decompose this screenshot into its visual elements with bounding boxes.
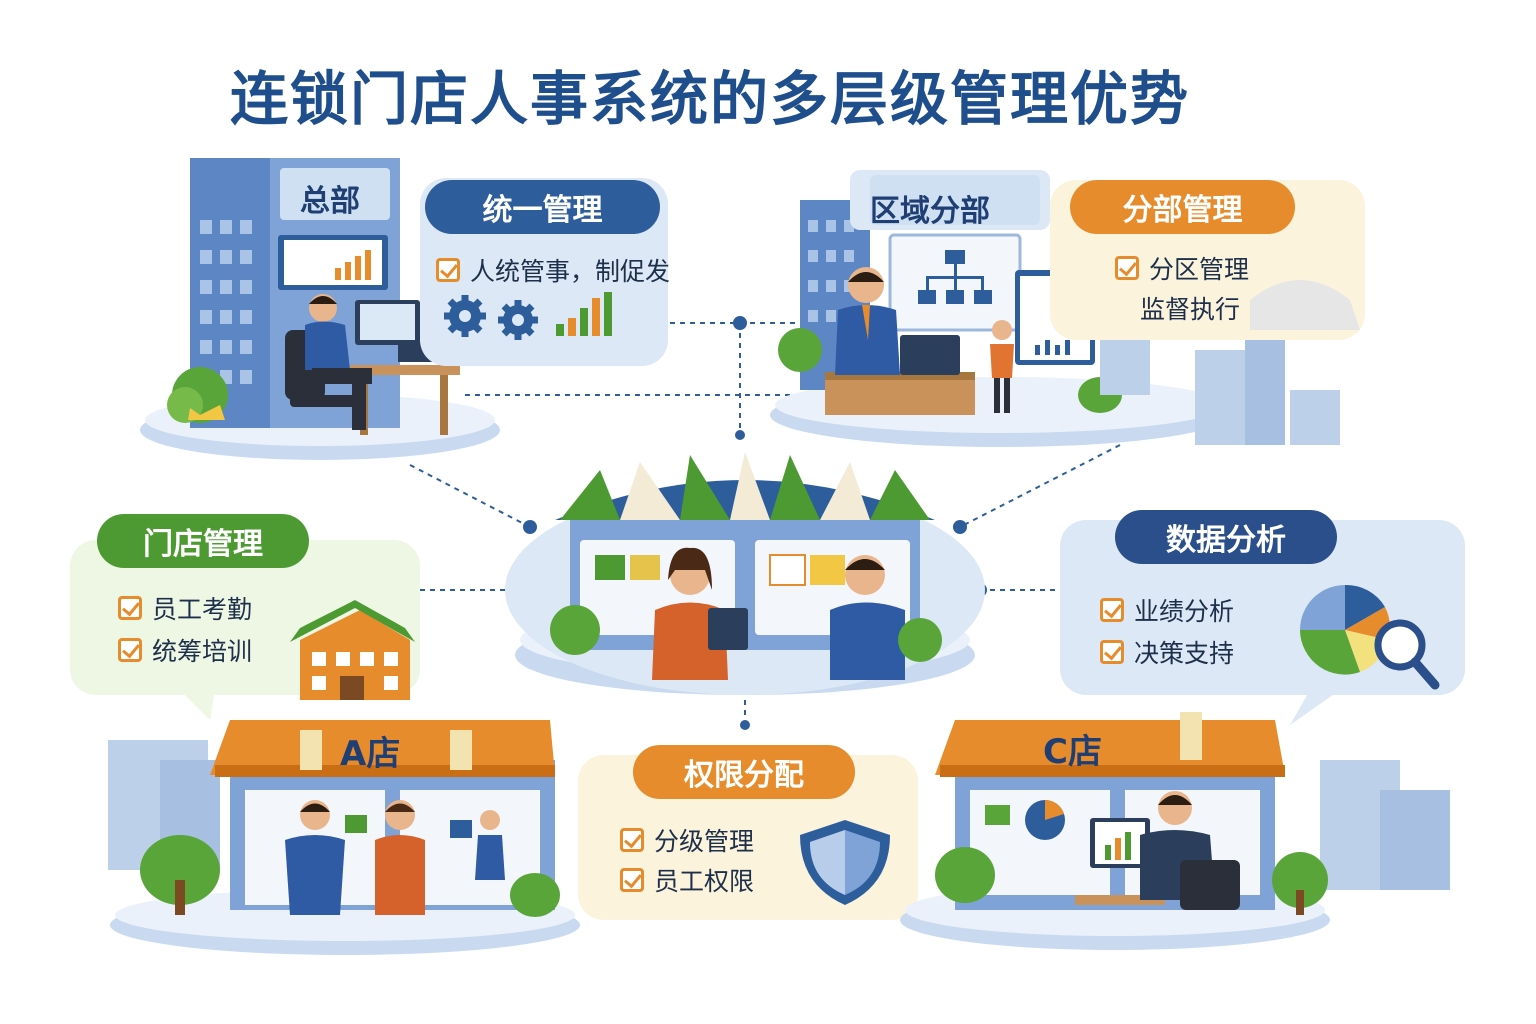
region-item-2: 监督执行	[1140, 295, 1241, 324]
checkbox-icon	[620, 828, 644, 852]
store-mgmt-item-1: 员工考勤	[118, 590, 252, 626]
security-item-1: 分级管理	[620, 822, 754, 858]
gear-icon	[444, 295, 486, 337]
store-mgmt-item-text: 员工考勤	[152, 595, 253, 624]
checkbox-icon	[118, 638, 142, 662]
checkbox-icon	[620, 868, 644, 892]
checkbox-icon	[1100, 598, 1124, 622]
pie-chart-icon	[1300, 584, 1390, 675]
bar-chart-icon	[335, 250, 371, 280]
gear-icon	[498, 300, 538, 340]
page-title: 连锁门店人事系统的多层级管理优势	[230, 65, 1191, 133]
hq-item-text: 人统管事，制促发	[470, 257, 671, 286]
house-icon	[290, 600, 415, 700]
security-item-2: 员工权限	[620, 862, 754, 898]
region-item-1: 分区管理	[1115, 250, 1249, 286]
hq-item-1: 人统管事，制促发	[436, 252, 670, 288]
center-store	[505, 452, 985, 695]
store-mgmt-item-2: 统筹培训	[118, 632, 252, 668]
analysis-pill: 数据分析	[1115, 510, 1337, 564]
shield-icon	[800, 820, 890, 905]
bar-chart-icon	[556, 292, 612, 336]
security-item-text: 员工权限	[654, 867, 755, 896]
analysis-item-2: 决策支持	[1100, 634, 1234, 670]
analysis-item-1: 业绩分析	[1100, 592, 1234, 628]
headquarters-scene	[140, 158, 500, 460]
checkbox-icon	[1100, 640, 1124, 664]
hq-pill: 统一管理	[425, 180, 660, 234]
store-mgmt-pill: 门店管理	[97, 514, 309, 568]
store-a-scene	[108, 720, 580, 955]
security-pill: 权限分配	[633, 745, 855, 799]
region-item-text: 分区管理	[1149, 255, 1250, 284]
org-chart-icon	[918, 250, 992, 304]
store-a-sign: A店	[340, 734, 401, 774]
checkbox-icon	[118, 596, 142, 620]
checkbox-icon	[436, 258, 460, 282]
region-pill: 分部管理	[1070, 180, 1295, 234]
laptop-icon	[900, 335, 960, 375]
checkbox-icon	[1115, 256, 1139, 280]
hq-building-label: 总部	[300, 184, 360, 219]
clipboard-icon	[708, 608, 748, 650]
store-c-sign: C店	[1043, 732, 1102, 772]
store-mgmt-item-text: 统筹培训	[152, 637, 253, 666]
region-building-label: 区域分部	[870, 194, 990, 229]
analysis-item-text: 业绩分析	[1134, 597, 1235, 626]
magnifier-icon	[1374, 619, 1440, 690]
store-c-scene	[900, 712, 1450, 950]
analysis-item-text: 决策支持	[1134, 639, 1235, 668]
security-item-text: 分级管理	[654, 827, 755, 856]
